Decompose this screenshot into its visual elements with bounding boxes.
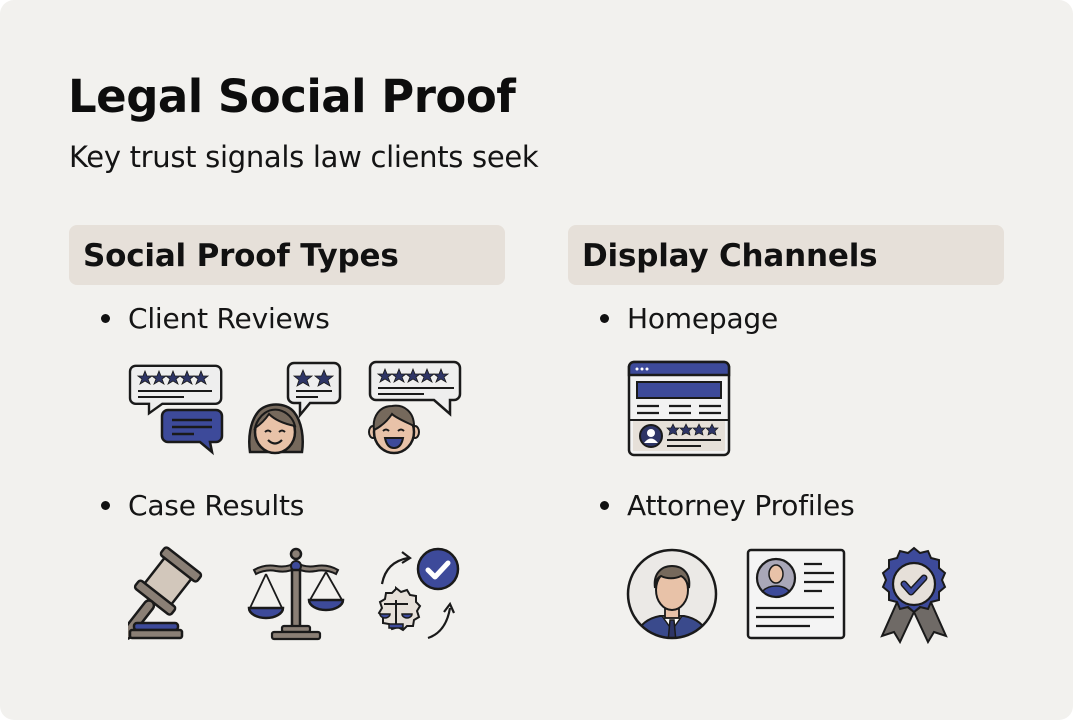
bullet-case-results: Case Results (101, 489, 304, 522)
gavel-icon (128, 546, 226, 642)
page-subtitle: Key trust signals law clients seek (69, 140, 539, 174)
bullet-client-reviews: Client Reviews (101, 302, 330, 335)
bullet-dot-icon (600, 314, 609, 323)
woman-two-star-review-icon (246, 360, 346, 456)
bullet-homepage: Homepage (600, 302, 778, 335)
bullet-label: Case Results (128, 489, 305, 522)
bullet-label: Homepage (627, 302, 779, 335)
award-ribbon-icon (876, 546, 952, 644)
man-five-star-review-icon (366, 360, 466, 456)
page-title: Legal Social Proof (68, 70, 516, 123)
verified-legal-outcome-icon (366, 544, 466, 644)
column-heading-display-channels: Display Channels (568, 225, 1004, 285)
profile-card-icon (746, 548, 846, 640)
bullet-label: Attorney Profiles (627, 489, 855, 522)
bullet-dot-icon (101, 501, 110, 510)
bullet-label: Client Reviews (128, 302, 330, 335)
webpage-with-reviews-icon (627, 360, 731, 458)
attorney-avatar-icon (624, 546, 720, 642)
bullet-dot-icon (101, 314, 110, 323)
bullet-attorney-profiles: Attorney Profiles (600, 489, 855, 522)
bullet-dot-icon (600, 501, 609, 510)
star-review-bubble-icon (128, 360, 224, 456)
scales-of-justice-icon (246, 546, 346, 642)
column-heading-social-proof-types: Social Proof Types (69, 225, 505, 285)
